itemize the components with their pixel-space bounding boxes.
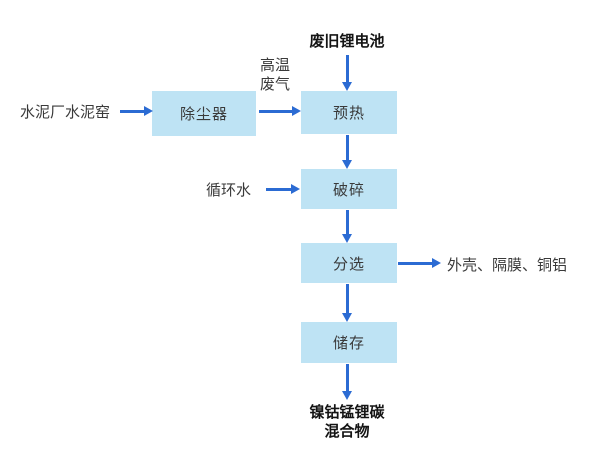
hot-exhaust-gas-label-line1: 高温 bbox=[259, 57, 290, 74]
process-box-sort-label: 分选 bbox=[332, 255, 365, 273]
arrow-dust-remover-to-preheat-icon bbox=[259, 106, 301, 116]
arrow-store-to-product-icon bbox=[342, 364, 352, 400]
hot-exhaust-gas-label: 高温 废气 bbox=[252, 56, 298, 94]
arrow-battery-to-preheat-icon bbox=[342, 55, 352, 91]
process-box-store-label: 储存 bbox=[332, 335, 365, 352]
byproducts-label: 外壳、隔膜、铜铝 bbox=[447, 257, 568, 274]
arrow-preheat-to-crush-icon bbox=[342, 135, 352, 169]
process-box-sort: 分选 bbox=[301, 243, 397, 283]
process-box-preheat: 预热 bbox=[301, 91, 397, 134]
process-box-store: 储存 bbox=[301, 322, 397, 363]
final-product-label-line2: 混合物 bbox=[324, 423, 370, 440]
process-box-crush-label: 破碎 bbox=[332, 181, 365, 199]
arrow-water-to-crush-icon bbox=[266, 184, 300, 194]
cement-plant-kiln-label: 水泥厂水泥窑 bbox=[20, 104, 111, 121]
waste-lithium-battery-label: 废旧锂电池 bbox=[309, 33, 385, 50]
arrow-crush-to-sort-icon bbox=[342, 210, 352, 243]
hot-exhaust-gas-label-line2: 废气 bbox=[259, 76, 290, 93]
arrow-kiln-to-dust-remover-icon bbox=[120, 106, 153, 116]
final-product-label-line1: 镍钴锰锂碳 bbox=[309, 404, 385, 421]
process-box-dust-remover: 除尘器 bbox=[152, 91, 256, 136]
arrow-sort-to-byproducts-icon bbox=[398, 258, 441, 268]
process-box-preheat-label: 预热 bbox=[332, 105, 365, 122]
process-box-dust-remover-label: 除尘器 bbox=[179, 106, 228, 123]
final-product-label: 镍钴锰锂碳 混合物 bbox=[287, 403, 407, 441]
process-box-crush: 破碎 bbox=[301, 169, 397, 209]
arrow-sort-to-store-icon bbox=[342, 284, 352, 322]
circulating-water-label: 循环水 bbox=[206, 182, 252, 199]
